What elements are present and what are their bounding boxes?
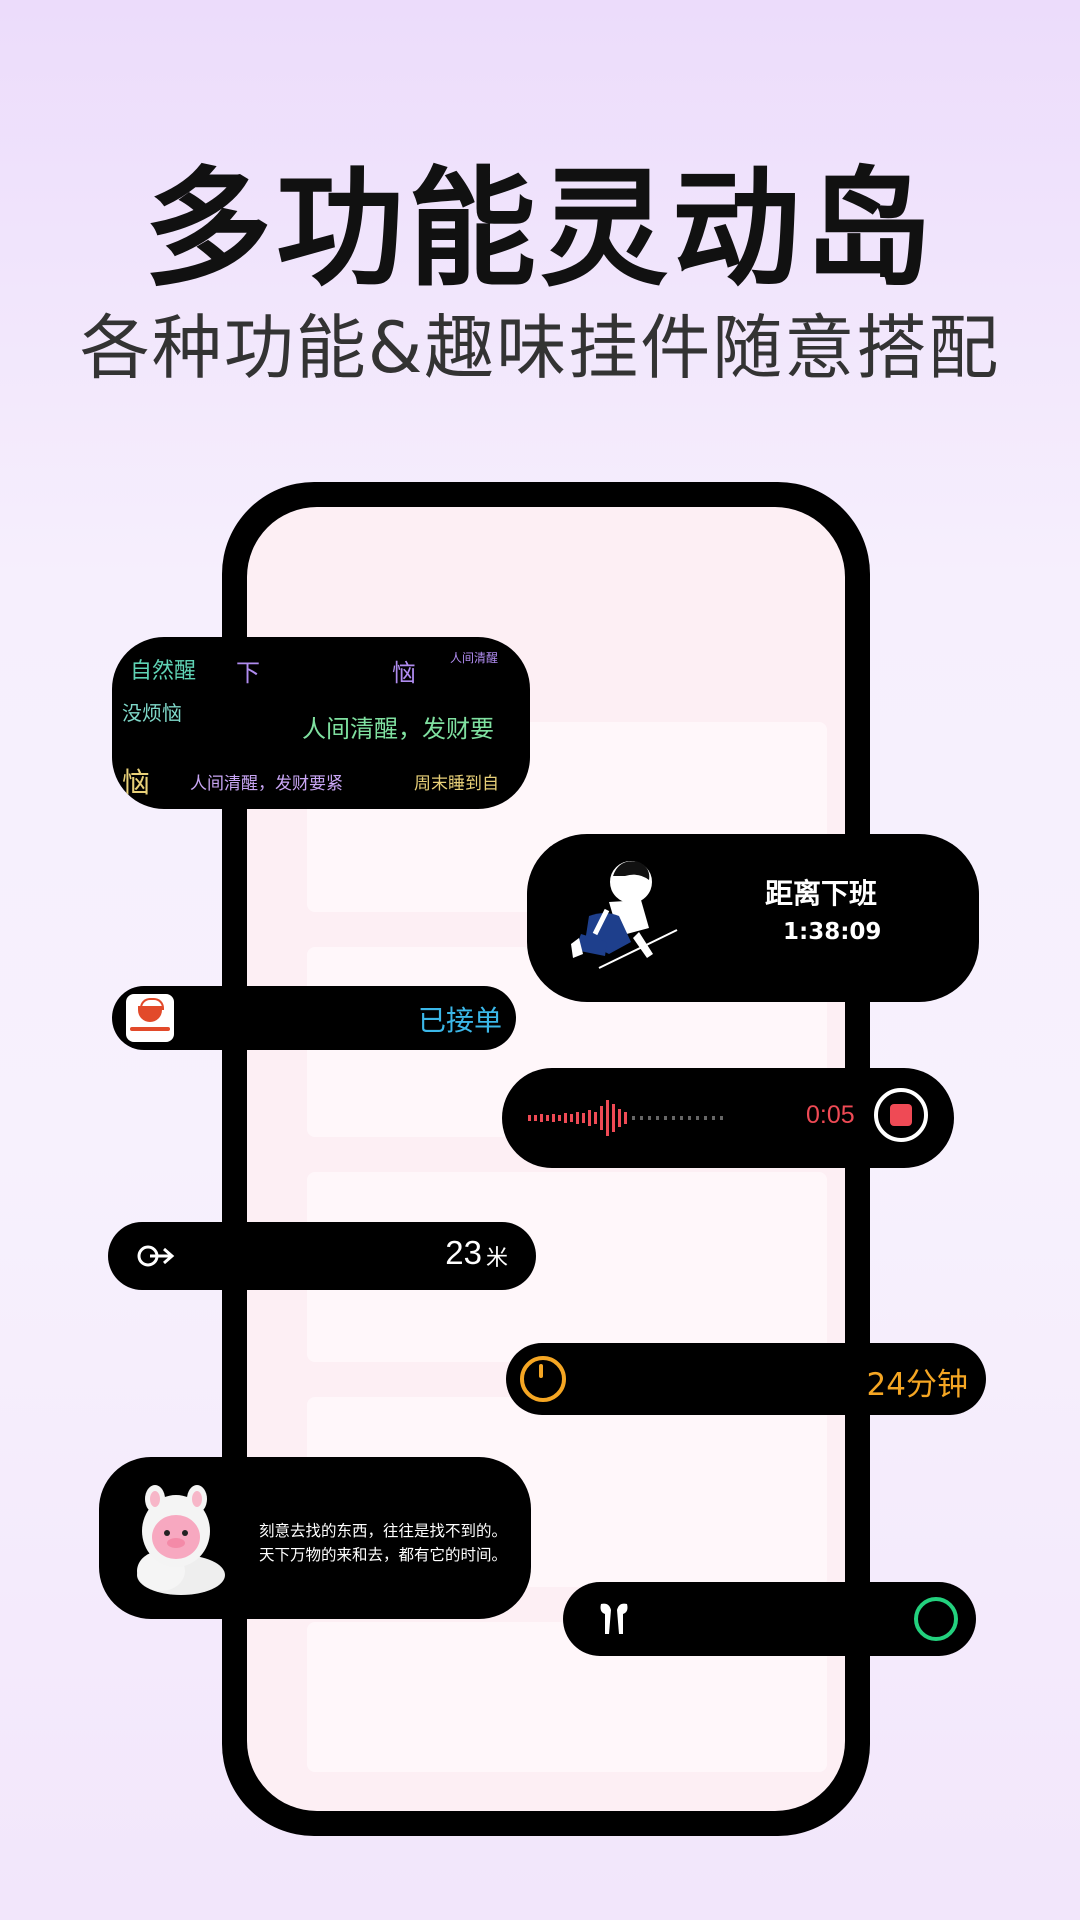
island-text: 人间清醒 xyxy=(450,651,499,665)
island-text: 人间清醒，发财要 xyxy=(302,715,494,743)
timer-island[interactable]: 24分钟 xyxy=(506,1343,986,1415)
countdown-time: 1:38:09 xyxy=(783,919,882,945)
quote-line: 刻意去找的东西，往往是找不到的。 xyxy=(259,1522,508,1540)
island-text: 下 xyxy=(236,659,260,687)
countdown-title: 距离下班 xyxy=(765,877,878,910)
order-status: 已接单 xyxy=(417,1004,502,1037)
distance-unit: 米 xyxy=(485,1246,508,1271)
quote-line: 天下万物的来和去，都有它的时间。 xyxy=(259,1546,508,1564)
running-boy-illustration xyxy=(549,846,689,986)
cute-plush-sticker xyxy=(137,1485,225,1595)
quote-island[interactable]: 刻意去找的东西，往往是找不到的。 天下万物的来和去，都有它的时间。 xyxy=(99,1457,531,1619)
island-text: 自然醒 xyxy=(130,659,197,684)
island-text: 没烦恼 xyxy=(122,701,182,725)
timer-value: 24分钟 xyxy=(866,1367,968,1403)
waveform-icon xyxy=(528,1100,723,1136)
stop-icon xyxy=(890,1104,912,1126)
distance-value: 23 xyxy=(445,1234,482,1271)
island-text: 恼 xyxy=(122,766,151,799)
island-text: 人间清醒，发财要紧 xyxy=(190,774,343,794)
recording-time: 0:05 xyxy=(806,1101,855,1129)
connection-status-ring xyxy=(914,1597,958,1641)
countdown-island[interactable]: 距离下班 1:38:09 xyxy=(527,834,979,1002)
hero-title: 多功能灵动岛 xyxy=(143,155,936,304)
timer-ring-icon xyxy=(520,1356,566,1402)
stop-recording-button[interactable] xyxy=(874,1088,928,1142)
distance-island[interactable]: 23 米 xyxy=(108,1222,536,1290)
island-text: 周末睡到自 xyxy=(414,774,499,794)
island-text: 恼 xyxy=(392,659,416,687)
airpods-island[interactable] xyxy=(563,1582,976,1656)
recording-island[interactable]: 0:05 xyxy=(502,1068,954,1168)
order-island[interactable]: 已接单 xyxy=(112,986,516,1050)
navigation-exit-icon xyxy=(137,1245,175,1267)
airpods-icon xyxy=(600,1603,628,1634)
hero-subtitle: 各种功能&趣味挂件随意搭配 xyxy=(79,307,1001,389)
takeout-app-icon xyxy=(126,994,174,1042)
text-island[interactable]: 自然醒 下 恼 人间清醒 没烦恼 人间清醒，发财要 恼 人间清醒，发财要紧 周末… xyxy=(112,637,530,809)
